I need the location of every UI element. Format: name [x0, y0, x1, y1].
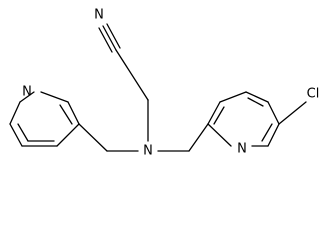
nitrile-triple-bond-2	[106, 23, 121, 49]
left-ring-bond-2	[40, 91, 69, 103]
left-ring-n-bond-1	[19, 91, 35, 103]
right-ring-bond-2	[219, 91, 247, 103]
right-ring-inner-1	[213, 106, 225, 125]
right-ring-bond-6	[207, 123, 232, 147]
nitrile-chain	[98, 23, 149, 142]
chain-bond-c1-c2	[115, 49, 149, 101]
nitrile-n-label: N	[94, 8, 104, 23]
left-ch2-ring-bond	[78, 123, 108, 152]
nitrile-triple-bond-3	[98, 27, 113, 53]
right-ring-inner-3	[261, 123, 273, 142]
amine-n-label: N	[143, 144, 153, 159]
left-pyridine-n-label: N	[22, 85, 32, 100]
left-ring-bond-1	[67, 101, 80, 125]
chlorine-label: Cl	[307, 87, 320, 102]
left-ring-inner-1	[59, 104, 73, 125]
left-pyridine-ring	[9, 91, 80, 147]
right-pyridine-n-label: N	[237, 142, 247, 157]
structure-diagram: N N N N Cl	[9, 8, 320, 159]
right-pyridine-ring	[207, 91, 307, 147]
right-ring-bond-3	[245, 91, 269, 103]
right-ring-bond-1	[207, 101, 221, 125]
right-ch2-ring-bond	[188, 123, 209, 152]
left-ring-bond-6	[56, 123, 80, 147]
right-ring-bond-5	[267, 123, 280, 147]
chloro-bond	[278, 101, 307, 125]
structure-canvas: N N N N Cl	[9, 7, 320, 159]
right-ring-bond-4	[267, 101, 280, 125]
left-ring-inner-2	[17, 123, 29, 142]
right-ring-inner-2	[247, 97, 264, 107]
left-ring-bond-4	[9, 123, 23, 147]
left-methylene	[78, 123, 139, 152]
right-methylene	[157, 123, 209, 152]
nitrile-triple-bond-1	[102, 25, 117, 51]
left-ring-bond-3	[9, 101, 21, 125]
